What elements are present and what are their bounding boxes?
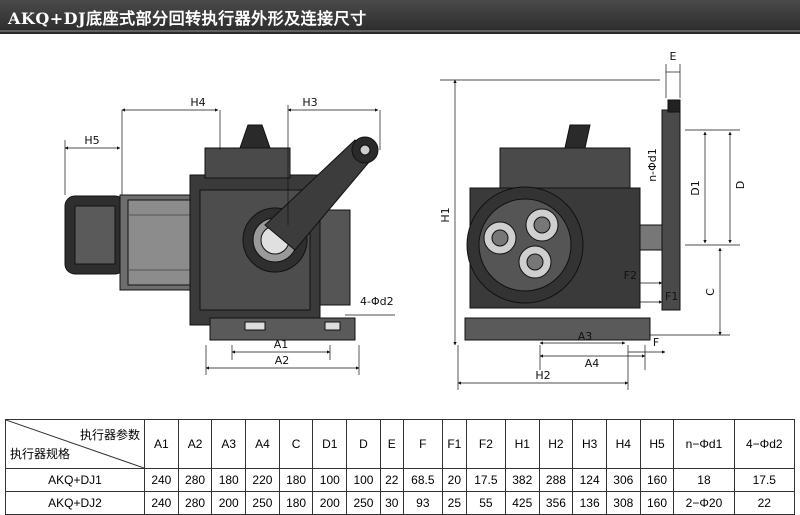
table-row: AKQ+DJ1 240 280 180 220 180 100 100 22 6… — [5, 468, 796, 492]
col-header: A3 — [211, 419, 247, 469]
table-cell: 93 — [402, 491, 443, 515]
col-header: A1 — [144, 419, 179, 469]
front-housing — [466, 124, 641, 309]
dim-h5: H5 — [84, 134, 99, 147]
col-header: D — [346, 419, 381, 469]
table-row: AKQ+DJ2 240 280 200 250 180 200 250 30 9… — [5, 491, 796, 515]
corner-spec-label: 执行器规格 — [10, 447, 71, 461]
table-cell: 180 — [278, 491, 314, 515]
col-header: H2 — [538, 419, 574, 469]
col-header: F2 — [465, 419, 506, 469]
dim-h2: H2 — [535, 369, 550, 382]
table-cell: 240 — [144, 491, 179, 515]
table-cell: 250 — [245, 491, 280, 515]
dim-f2: F2 — [624, 269, 637, 282]
left-view — [64, 105, 395, 375]
table-cell: 18 — [673, 468, 735, 492]
spec-table: 执行器参数 执行器规格 A1 A2 A3 A4 C D1 D E F F1 F2… — [5, 419, 796, 515]
right-base-plate — [464, 317, 651, 341]
table-cell: 55 — [465, 491, 506, 515]
table-cell: 22 — [379, 468, 404, 492]
table-cell: 180 — [211, 468, 247, 492]
dim-f1: F1 — [665, 290, 678, 303]
table-cell: 200 — [312, 491, 348, 515]
technical-drawing: H4 H3 H5 A1 A2 4-Φd2 — [64, 50, 747, 390]
dim-d2: 4-Φd2 — [360, 295, 394, 308]
col-header: n−Φd1 — [673, 419, 735, 469]
flange — [639, 99, 681, 311]
title-bar: AKQ+DJ底座式部分回转执行器外形及连接尺寸 — [0, 0, 800, 34]
table-cell: 288 — [538, 468, 574, 492]
row-model: AKQ+DJ2 — [5, 491, 145, 515]
table-cell: 20 — [441, 468, 467, 492]
table-cell: 280 — [177, 468, 213, 492]
col-header: H3 — [572, 419, 607, 469]
table-cell: 240 — [144, 468, 179, 492]
dim-e: E — [670, 50, 677, 63]
table-cell: 136 — [572, 491, 607, 515]
dim-a3: A3 — [578, 330, 593, 343]
dim-f: F — [653, 336, 659, 349]
dim-d: D — [734, 181, 747, 189]
dim-a2: A2 — [275, 354, 290, 367]
col-header: H5 — [639, 419, 675, 469]
table-cell: 200 — [211, 491, 247, 515]
dim-d1: D1 — [689, 180, 702, 195]
col-header: H4 — [605, 419, 641, 469]
dim-nd1: n-Φd1 — [646, 148, 659, 182]
table-corner-cell: 执行器参数 执行器规格 — [5, 419, 145, 469]
table-cell: 280 — [177, 491, 213, 515]
col-header: F — [402, 419, 443, 469]
table-cell: 425 — [504, 491, 540, 515]
dim-c: C — [704, 288, 717, 296]
col-header: C — [278, 419, 314, 469]
lever-arm — [264, 136, 379, 251]
table-cell: 180 — [278, 468, 314, 492]
table-cell: 22 — [733, 491, 796, 515]
motor-housing — [64, 194, 203, 291]
table-cell: 2−Φ20 — [673, 491, 735, 515]
col-header: 4−Φd2 — [733, 419, 796, 469]
table-cell: 356 — [538, 491, 574, 515]
table-cell: 250 — [346, 491, 381, 515]
table-cell: 25 — [441, 491, 467, 515]
dim-h3: H3 — [302, 96, 317, 109]
table-cell: 68.5 — [402, 468, 443, 492]
row-model: AKQ+DJ1 — [5, 468, 145, 492]
table-cell: 17.5 — [733, 468, 796, 492]
table-cell: 100 — [312, 468, 348, 492]
table-cell: 160 — [639, 468, 675, 492]
table-cell: 308 — [605, 491, 641, 515]
right-view — [440, 64, 740, 390]
table-cell: 17.5 — [465, 468, 506, 492]
title-rule — [0, 30, 800, 32]
table-cell: 306 — [605, 468, 641, 492]
col-header: F1 — [441, 419, 467, 469]
dim-h4: H4 — [190, 96, 205, 109]
col-header: A4 — [245, 419, 280, 469]
table-cell: 220 — [245, 468, 280, 492]
table-header-row: 执行器参数 执行器规格 A1 A2 A3 A4 C D1 D E F F1 F2… — [5, 419, 796, 469]
table-cell: 100 — [346, 468, 381, 492]
table-cell: 30 — [379, 491, 404, 515]
dim-a1: A1 — [274, 338, 289, 351]
corner-diagonal — [6, 420, 144, 468]
dim-a4: A4 — [585, 357, 600, 370]
col-header: D1 — [312, 419, 348, 469]
table-cell: 124 — [572, 468, 607, 492]
page-title: AKQ+DJ底座式部分回转执行器外形及连接尺寸 — [8, 9, 367, 28]
col-header: A2 — [177, 419, 213, 469]
table-cell: 160 — [639, 491, 675, 515]
corner-param-label: 执行器参数 — [79, 428, 140, 442]
dim-h1: H1 — [439, 207, 452, 222]
table-cell: 382 — [504, 468, 540, 492]
col-header: E — [379, 419, 404, 469]
col-header: H1 — [504, 419, 540, 469]
